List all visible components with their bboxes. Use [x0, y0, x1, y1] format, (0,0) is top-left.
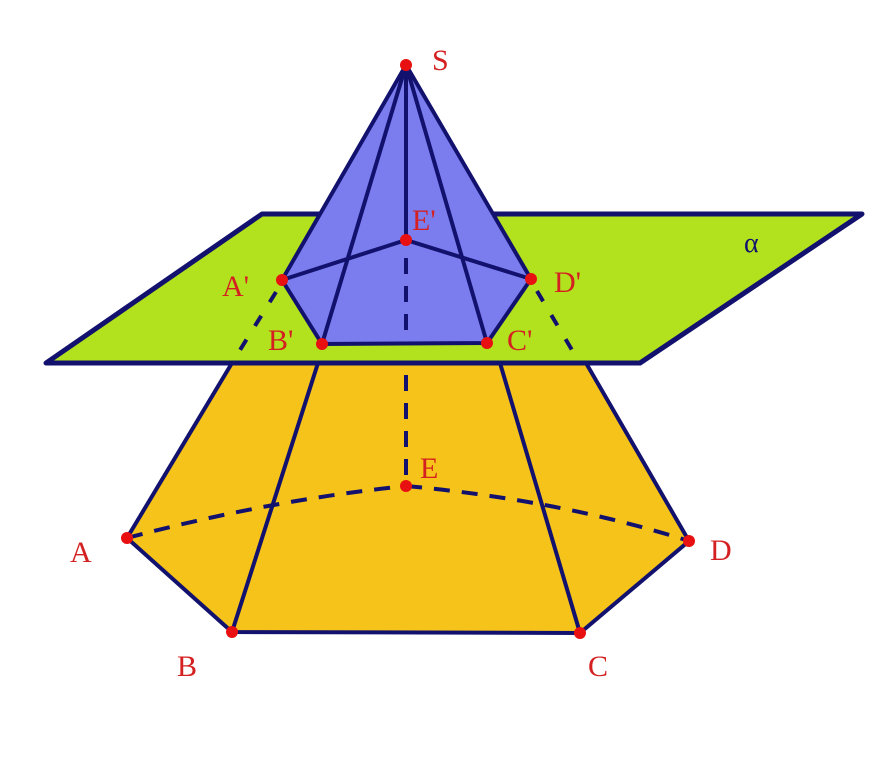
- point-B: [226, 626, 238, 638]
- label-B: B: [177, 650, 197, 683]
- edge-CC1: [498, 361, 582, 635]
- point-D1: [525, 273, 537, 285]
- label-plane-alpha: α: [744, 228, 759, 259]
- point-S: [400, 59, 412, 71]
- edge-SB1: [320, 63, 408, 346]
- label-S: S: [432, 44, 449, 77]
- point-C: [574, 627, 586, 639]
- point-B1: [316, 338, 328, 350]
- label-A1: A': [222, 270, 249, 303]
- hidden-edge-DD1: [535, 289, 574, 352]
- point-E1: [400, 234, 412, 246]
- point-E: [400, 480, 412, 492]
- frustum-edge-left: [124, 361, 692, 636]
- label-C: C: [588, 650, 608, 683]
- point-A: [121, 532, 133, 544]
- point-C1: [481, 337, 493, 349]
- edge-SC1: [404, 63, 489, 345]
- hidden-edge-AE: [126, 484, 407, 540]
- frustum-face: [127, 363, 689, 633]
- point-A1: [276, 274, 288, 286]
- label-E: E: [420, 452, 438, 485]
- label-A: A: [70, 536, 92, 569]
- label-D1: D': [554, 266, 581, 299]
- label-E1: E': [412, 204, 436, 237]
- label-B1: B': [268, 324, 293, 357]
- hidden-edge-AA1: [238, 290, 278, 352]
- hidden-edge-ED: [405, 484, 690, 543]
- edge-BB1: [230, 361, 320, 634]
- label-D: D: [710, 534, 732, 567]
- point-D: [683, 535, 695, 547]
- label-C1: C': [507, 324, 532, 357]
